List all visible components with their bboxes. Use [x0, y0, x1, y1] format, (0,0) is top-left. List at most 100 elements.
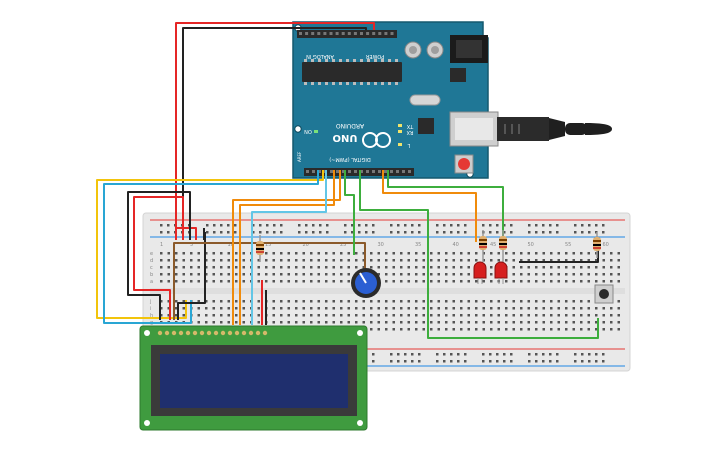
terminal-hole [520, 328, 523, 331]
analog-label-text: ANALOG IN [306, 53, 334, 59]
terminal-hole [227, 280, 230, 283]
wire-green-led[interactable] [387, 170, 504, 242]
terminal-hole [265, 252, 268, 255]
terminal-hole [325, 273, 328, 276]
terminal-hole [617, 273, 620, 276]
terminal-hole [310, 300, 313, 303]
header-pin [402, 170, 405, 173]
terminal-hole [587, 280, 590, 283]
usb-cable[interactable] [497, 117, 612, 141]
terminal-hole [512, 300, 515, 303]
wire-red-5v[interactable] [175, 22, 375, 240]
terminal-hole [370, 259, 373, 262]
wire-yellow[interactable] [96, 170, 324, 319]
column-number: 30 [378, 242, 384, 248]
terminal-hole [317, 259, 320, 262]
rail-hole [581, 360, 584, 363]
rail-hole [351, 224, 354, 227]
terminal-hole [617, 314, 620, 317]
resistor-1[interactable] [256, 235, 264, 262]
rail-hole [556, 224, 559, 227]
wire-black-short[interactable] [177, 232, 206, 320]
terminal-hole [182, 273, 185, 276]
reset-button[interactable] [458, 158, 470, 170]
resistor-3[interactable] [499, 230, 507, 262]
lcd-screen [160, 354, 348, 408]
resistor-4[interactable] [593, 232, 601, 258]
resistor-2[interactable] [479, 230, 487, 262]
rail-hole [574, 224, 577, 227]
wire-black-gnd[interactable] [182, 27, 367, 240]
header-pin [372, 32, 376, 35]
terminal-hole [520, 314, 523, 317]
terminal-hole [295, 280, 298, 283]
terminal-hole [482, 314, 485, 317]
rail-hole [436, 353, 439, 356]
terminal-hole [355, 252, 358, 255]
rail-hole [418, 353, 421, 356]
terminal-hole [572, 252, 575, 255]
header-pin [329, 32, 333, 35]
terminal-hole [595, 259, 598, 262]
chip-pin [346, 82, 349, 85]
terminal-hole [257, 259, 260, 262]
wire-black-lcd[interactable] [127, 191, 191, 320]
wire-orange-2[interactable] [239, 170, 335, 325]
lcd-16x2[interactable] [139, 325, 368, 431]
rail-hole [160, 224, 163, 227]
wire-green-pot[interactable] [344, 170, 355, 255]
terminal-hole [437, 321, 440, 324]
header-pin [390, 170, 393, 173]
terminal-hole [617, 321, 620, 324]
terminal-hole [602, 280, 605, 283]
usb-port-inner [455, 118, 493, 140]
terminal-hole [287, 266, 290, 269]
potentiometer[interactable] [351, 268, 381, 298]
rail-hole [298, 224, 301, 227]
mount-hole [294, 125, 302, 133]
rail-hole [457, 224, 460, 227]
wire-red-lcd[interactable] [133, 196, 184, 320]
rail-hole [588, 353, 591, 356]
rail-hole [344, 224, 347, 227]
wire-red-rail[interactable] [175, 227, 197, 240]
terminal-hole [317, 307, 320, 310]
terminal-hole [452, 314, 455, 317]
lcd-pin [178, 330, 184, 336]
terminal-hole [437, 314, 440, 317]
usb-cable-segment [565, 123, 587, 135]
terminal-hole [437, 300, 440, 303]
pushbutton-cap[interactable] [599, 289, 609, 299]
rail-hole [298, 231, 301, 234]
terminal-hole [497, 328, 500, 331]
wire-green-button[interactable] [359, 170, 599, 339]
header-pin [378, 32, 382, 35]
wire-brown-pot[interactable] [173, 242, 366, 320]
terminal-hole [490, 252, 493, 255]
wire-orange-1[interactable] [232, 170, 341, 325]
wire-orange-led[interactable] [382, 170, 477, 242]
column-number: 50 [528, 242, 534, 248]
led-red-1[interactable] [473, 261, 487, 284]
terminal-hole [302, 321, 305, 324]
rail-hole [436, 231, 439, 234]
terminal-hole [400, 252, 403, 255]
pushbutton[interactable] [594, 284, 614, 304]
led-red-2[interactable] [494, 261, 508, 284]
terminal-hole [295, 259, 298, 262]
arduino-uno[interactable]: ARDUINO UNO DIGITAL (PWM~) POWER ANALOG … [292, 21, 499, 179]
terminal-hole [512, 321, 515, 324]
wire-blue[interactable] [103, 170, 319, 324]
wire-lightblue[interactable] [251, 170, 327, 325]
wire-black-button[interactable] [519, 248, 599, 263]
rail-hole [436, 360, 439, 363]
terminal-hole [212, 280, 215, 283]
rail-hole [510, 360, 513, 363]
terminal-hole [595, 321, 598, 324]
rail-hole [404, 360, 407, 363]
terminal-hole [535, 314, 538, 317]
terminal-hole [175, 307, 178, 310]
terminal-hole [242, 314, 245, 317]
lcd-pin [192, 330, 198, 336]
terminal-hole [400, 328, 403, 331]
